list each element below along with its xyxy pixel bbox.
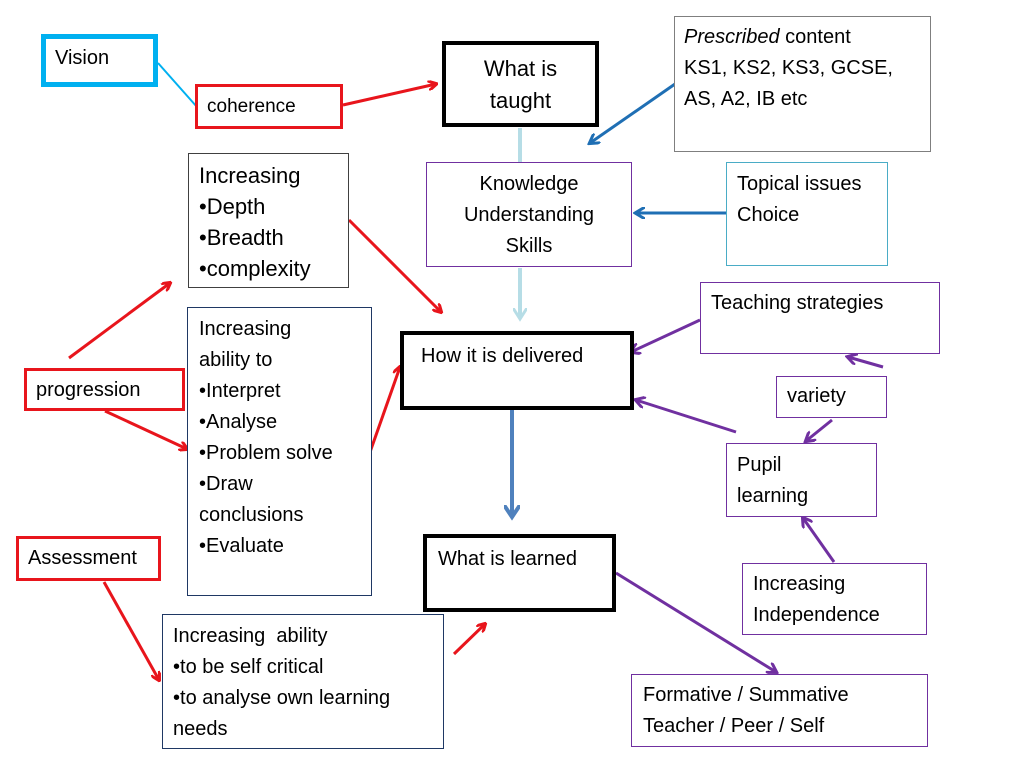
arrow-ability-to-delivered bbox=[367, 367, 400, 456]
ability-continuation: conclusions bbox=[199, 504, 304, 526]
how-delivered-box: How it is delivered bbox=[400, 331, 634, 410]
independence-line-1: Increasing bbox=[753, 573, 846, 595]
increasing-depth-box: Increasing Depth Breadth complexity bbox=[188, 153, 349, 288]
increasing-independence-box: Increasing Independence bbox=[742, 563, 927, 635]
formative-line-2: Teacher / Peer / Self bbox=[643, 715, 825, 737]
knowledge-box: Knowledge Understanding Skills bbox=[426, 162, 632, 267]
self-critical-bullet-1: to be self critical bbox=[173, 652, 443, 683]
prescribed-line-1: Prescribed content bbox=[684, 22, 930, 53]
arrow-strategies-to-delivered bbox=[631, 318, 701, 352]
progression-label: progression bbox=[36, 379, 141, 401]
arrow-coherence-to-taught bbox=[342, 84, 436, 107]
arrow-pupil-to-delivered bbox=[636, 400, 737, 434]
ability-bullet-evaluate: Evaluate bbox=[199, 531, 371, 562]
pupil-learning-box: Pupil learning bbox=[726, 443, 877, 517]
arrow-variety-to-strategies bbox=[848, 357, 884, 369]
arrow-progression-to-depth bbox=[68, 283, 170, 360]
formative-line-1: Formative / Summative bbox=[643, 684, 849, 706]
arrow-learned-to-formative bbox=[615, 571, 776, 672]
assessment-box: Assessment bbox=[16, 536, 161, 581]
pupil-line-2: learning bbox=[737, 485, 809, 507]
depth-bullet-2: Breadth bbox=[199, 222, 348, 253]
prescribed-line-2: KS1, KS2, KS3, GCSE, bbox=[684, 57, 893, 79]
vision-label: Vision bbox=[55, 47, 110, 69]
what-taught-line-1: What is bbox=[483, 56, 558, 81]
coherence-label: coherence bbox=[207, 96, 296, 117]
prescribed-first-rest: content bbox=[779, 26, 851, 48]
depth-heading: Increasing bbox=[199, 163, 301, 188]
independence-line-2: Independence bbox=[753, 604, 880, 626]
self-critical-heading: Increasing ability bbox=[173, 625, 328, 647]
self-critical-box: Increasing ability to be self critical t… bbox=[162, 614, 444, 749]
arrow-independence-to-pupil bbox=[803, 518, 836, 563]
knowledge-line-3: Skills bbox=[505, 235, 553, 257]
pupil-line-1: Pupil bbox=[737, 454, 782, 476]
prescribed-italic-word: Prescribed bbox=[684, 26, 780, 48]
what-taught-box: What is taught bbox=[442, 41, 599, 127]
topical-line-1: Topical issues bbox=[737, 173, 862, 195]
variety-box: variety bbox=[776, 376, 887, 418]
ability-bullet-analyse: Analyse bbox=[199, 407, 371, 438]
self-critical-continuation: needs bbox=[173, 718, 228, 740]
increasing-ability-box: Increasing ability to Interpret Analyse … bbox=[187, 307, 372, 596]
topical-line-2: Choice bbox=[737, 204, 800, 226]
ability-bullet-problem-solve: Problem solve bbox=[199, 438, 371, 469]
what-learned-box: What is learned bbox=[423, 534, 616, 612]
ability-line-2: ability to bbox=[199, 349, 273, 371]
topical-issues-box: Topical issues Choice bbox=[726, 162, 888, 266]
depth-bullet-1: Depth bbox=[199, 191, 348, 222]
teaching-strategies-label: Teaching strategies bbox=[711, 292, 884, 314]
depth-bullet-3: complexity bbox=[199, 253, 348, 284]
variety-label: variety bbox=[787, 385, 846, 407]
arrow-assessment-to-selfcritical bbox=[102, 581, 159, 680]
arrow-variety-to-pupil bbox=[806, 418, 833, 441]
self-critical-bullet-2: to analyse own learning bbox=[173, 683, 443, 714]
prescribed-line-3: AS, A2, IB etc bbox=[684, 88, 808, 110]
prescribed-content-box: Prescribed content KS1, KS2, KS3, GCSE, … bbox=[674, 16, 931, 152]
how-delivered-label: How it is delivered bbox=[421, 345, 584, 367]
arrow-depth-to-delivered bbox=[347, 218, 441, 312]
arrow-selfcritical-to-learned bbox=[452, 624, 485, 656]
ability-bullet-interpret: Interpret bbox=[199, 376, 371, 407]
arrow-progression-to-ability bbox=[104, 409, 187, 449]
knowledge-line-1: Knowledge bbox=[479, 173, 579, 195]
assessment-label: Assessment bbox=[28, 547, 137, 569]
what-learned-label: What is learned bbox=[438, 548, 577, 570]
knowledge-line-2: Understanding bbox=[463, 204, 595, 226]
formative-box: Formative / Summative Teacher / Peer / S… bbox=[631, 674, 928, 747]
arrow-prescribed-to-taught bbox=[590, 82, 676, 143]
ability-bullet-draw: Draw bbox=[199, 469, 371, 500]
vision-box: Vision bbox=[41, 34, 158, 87]
teaching-strategies-box: Teaching strategies bbox=[700, 282, 940, 354]
coherence-box: coherence bbox=[195, 84, 343, 129]
vision-link-line bbox=[157, 62, 198, 108]
progression-box: progression bbox=[24, 368, 185, 411]
ability-line-1: Increasing bbox=[199, 318, 292, 340]
what-taught-line-2: taught bbox=[489, 88, 552, 113]
